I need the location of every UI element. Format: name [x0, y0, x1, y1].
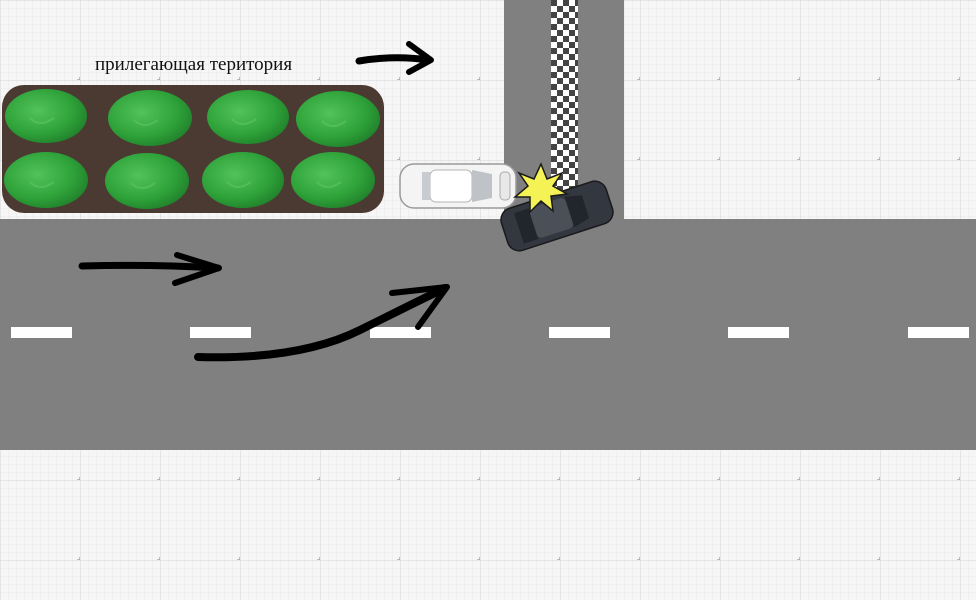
lane-dash: [908, 327, 969, 338]
lane-dash: [728, 327, 789, 338]
collision-star-icon: [512, 162, 570, 214]
crosswalk-stripe: [551, 0, 578, 190]
white-car-icon: [399, 163, 517, 209]
lane-dash: [11, 327, 72, 338]
arrow-icon: [78, 252, 222, 286]
main-road: [0, 219, 976, 450]
arrow-icon: [355, 41, 434, 75]
bush-icon: [4, 89, 380, 209]
adjacent-territory-label: прилегающая територия: [95, 54, 293, 75]
lane-dash: [370, 327, 431, 338]
lane-markings: [11, 327, 969, 338]
lane-dash: [549, 327, 610, 338]
lane-dash: [190, 327, 251, 338]
flowerbed: [2, 85, 384, 213]
dark-car-icon: [500, 180, 614, 252]
arrow-icon: [194, 284, 450, 362]
